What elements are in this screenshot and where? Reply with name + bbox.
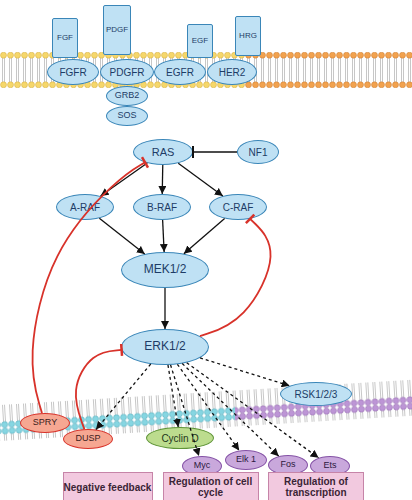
node-label: Ets <box>323 461 336 471</box>
node-label: B-RAF <box>147 202 177 213</box>
signal-arrow <box>200 358 290 386</box>
node-label: Cyclin D <box>161 433 198 444</box>
node-label: PDGF <box>106 26 128 35</box>
node-label: Fos <box>280 460 295 470</box>
node-label: DUSP <box>75 434 100 444</box>
node-label: C-RAF <box>223 202 254 213</box>
node-label: RSK1/2/3 <box>295 389 338 400</box>
kinase-oval: B-RAF <box>133 194 191 220</box>
signal-arrow <box>177 364 239 450</box>
node-label: RAS <box>152 146 175 158</box>
adaptor-oval: GRB2 <box>106 86 148 106</box>
signal-arrow <box>96 364 151 429</box>
inhibition-line <box>32 162 145 413</box>
receptor-oval: HER2 <box>207 59 257 85</box>
kinase-oval: C-RAF <box>209 194 267 220</box>
regulator-oval: NF1 <box>237 140 279 164</box>
node-label: A-RAF <box>70 202 100 213</box>
node-label: Myc <box>194 461 211 471</box>
node-label: HRG <box>239 32 257 41</box>
node-label: SOS <box>117 111 136 121</box>
node-label: PDGFR <box>110 67 145 78</box>
node-label: SPRY <box>33 418 57 428</box>
receptor-oval: EGFR <box>154 59 206 85</box>
ligand-tab: HRG <box>235 16 261 56</box>
upper-membrane-right <box>245 52 412 88</box>
node-label: FGFR <box>59 67 86 78</box>
kinase-oval: A-RAF <box>56 194 114 220</box>
signal-arrow <box>184 219 225 254</box>
ligand-tab: EGF <box>187 24 213 58</box>
inhibition-line <box>193 151 237 152</box>
node-label: EGFR <box>166 67 194 78</box>
signal-arrow <box>168 365 178 427</box>
ligand-tab: PDGF <box>103 5 131 55</box>
transcription-oval: Elk 1 <box>225 450 267 470</box>
signal-arrow <box>101 163 148 196</box>
signal-arrow <box>99 218 144 254</box>
node-label: EGF <box>192 37 208 46</box>
node-label: HER2 <box>219 67 246 78</box>
node-label: Negative feedback <box>64 482 152 493</box>
target-oval: RSK1/2/3 <box>280 382 352 406</box>
node-label: FGF <box>57 34 73 43</box>
inhibition-line <box>200 219 271 336</box>
node-label: ERK1/2 <box>144 340 185 353</box>
feedback-oval: SPRY <box>20 413 70 433</box>
receptor-oval: FGFR <box>47 59 99 85</box>
kinase-oval: RAS <box>133 139 193 165</box>
category-box: Regulation of cell cycle <box>163 472 259 500</box>
kinase-oval: ERK1/2 <box>121 329 209 365</box>
node-label: MEK1/2 <box>144 263 187 276</box>
ligand-tab: FGF <box>52 18 78 58</box>
node-label: Elk 1 <box>236 455 256 465</box>
signal-arrow <box>163 220 165 252</box>
cell-cycle-oval: Cyclin D <box>146 427 214 449</box>
signal-arrow <box>164 288 165 329</box>
signal-arrow <box>162 165 164 194</box>
node-label: Regulation of transcription <box>269 476 363 498</box>
signal-arrow <box>187 363 319 458</box>
node-label: Regulation of cell cycle <box>164 476 258 498</box>
category-box: Negative feedback <box>63 472 153 500</box>
signal-arrow <box>178 163 223 196</box>
signal-arrow <box>171 365 199 456</box>
lower-membrane-right <box>235 380 412 427</box>
feedback-oval: DUSP <box>63 429 113 449</box>
kinase-oval: MEK1/2 <box>121 252 209 288</box>
adaptor-oval: SOS <box>106 106 148 126</box>
node-label: NF1 <box>249 147 268 158</box>
node-label: GRB2 <box>115 91 140 101</box>
signal-arrow <box>182 364 278 457</box>
category-box: Regulation of transcription <box>268 472 364 500</box>
receptor-oval: PDGFR <box>100 59 154 85</box>
inhibition-line <box>76 350 122 429</box>
